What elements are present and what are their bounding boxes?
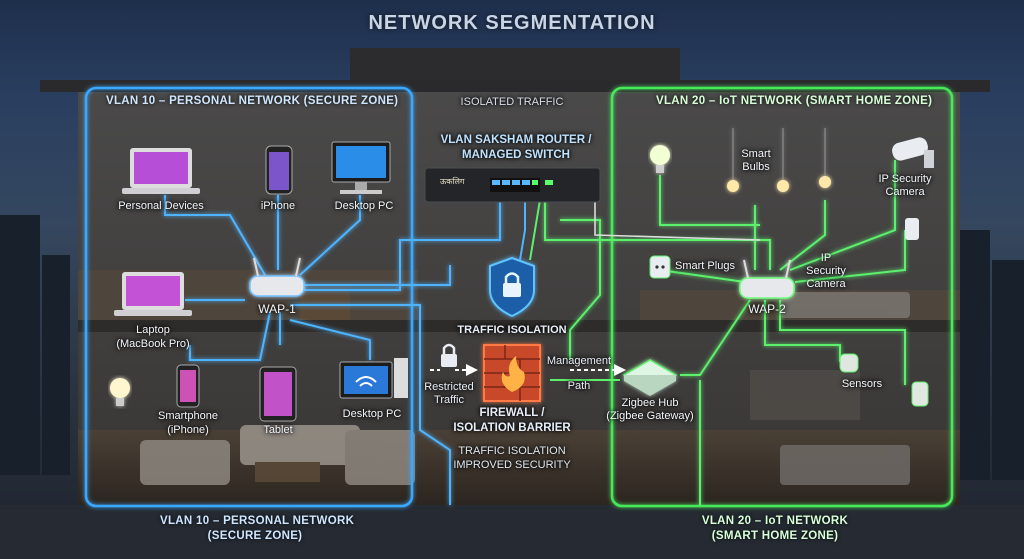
zigbee-label-line2: (Zigbee Gateway) — [606, 410, 694, 422]
roof-slab — [40, 80, 990, 92]
vlan20-zone-border — [610, 86, 954, 508]
vlan20-top-title: VLAN 20 – IoT NETWORK (SMART HOME ZONE) — [656, 95, 933, 107]
restricted-label-line2: Traffic — [434, 394, 464, 406]
management-arrow — [614, 364, 626, 376]
isolated-traffic-label: ISOLATED TRAFFIC — [460, 96, 564, 108]
ip-camera2-label-line2: Security — [806, 265, 846, 277]
wap1-icon — [249, 257, 305, 297]
traffic-isolation-label: TRAFFIC ISOLATION — [457, 324, 567, 336]
laptop-label-line1: Laptop — [136, 324, 170, 336]
vlan10-bottom-title-line1: VLAN 10 – PERSONAL NETWORK — [160, 515, 355, 527]
smart-bulb-icon — [650, 145, 670, 173]
vlan20-bottom-title-line1: VLAN 20 – IoT NETWORK — [701, 515, 849, 527]
page-title: NETWORK SEGMENTATION — [368, 12, 656, 34]
wap1-label: WAP-1 — [258, 302, 296, 316]
router-title-line2: MANAGED SWITCH — [462, 149, 570, 161]
desktop-icon — [331, 141, 391, 194]
iphone-label: iPhone — [260, 200, 296, 212]
restricted-label-line1: Restricted — [424, 381, 474, 393]
smartphone-label-line1: Smartphone — [158, 410, 218, 422]
zigbee-label-line1: Zigbee Hub — [621, 397, 679, 409]
ip-camera2-label-line1: IP — [820, 252, 832, 264]
ground — [0, 505, 1024, 559]
vlan10-bottom-title-line2: (SECURE ZONE) — [207, 530, 303, 542]
shield-lock-icon — [489, 256, 535, 318]
bulb-icon — [110, 378, 130, 406]
smart-plugs-label: Smart Plugs — [675, 260, 735, 272]
firewall-title-line2: ISOLATION BARRIER — [453, 422, 571, 434]
zigbee-hub-icon — [622, 359, 678, 396]
vlan20-bottom-title-line2: (SMART HOME ZONE) — [711, 530, 839, 542]
ip-camera2-label-line3: Camera — [806, 278, 846, 290]
desktop-wifi-icon — [339, 358, 408, 399]
city-skyline — [0, 215, 1024, 480]
router-title-line1: VLAN SAKSHAM ROUTER / — [440, 134, 592, 146]
personal-devices-label: Personal Devices — [118, 200, 204, 212]
vlan20-links — [544, 160, 906, 505]
caption-line2: IMPROVED SECURITY — [453, 459, 571, 471]
restricted-arrow — [466, 364, 478, 376]
caption-line1: TRAFFIC ISOLATION — [458, 445, 566, 457]
vlan10-top-title: VLAN 10 – PERSONAL NETWORK (SECURE ZONE) — [106, 95, 399, 107]
ip-camera1-label-line2: Camera — [885, 186, 925, 198]
sensors-label: Sensors — [841, 378, 883, 390]
wall-camera-icon — [905, 218, 919, 240]
firewall-title-line1: FIREWALL / — [479, 407, 545, 419]
smartphone-icon — [176, 364, 200, 408]
smart-bulbs-label-line1: Smart — [741, 148, 771, 160]
iphone-icon — [265, 145, 293, 195]
padlock-icon — [441, 343, 457, 367]
pendant-bulbs-icon — [727, 128, 831, 192]
tablet-icon — [259, 366, 297, 422]
sensor-icon — [839, 353, 859, 373]
desktop-top-label: Desktop PC — [334, 200, 394, 212]
wap2-label: WAP-2 — [748, 302, 786, 316]
vlan10-links — [164, 195, 501, 505]
ip-camera-icon — [892, 137, 934, 168]
ip-camera1-label-line1: IP Security — [878, 173, 932, 185]
furniture — [140, 285, 910, 485]
desktop-bottom-label: Desktop PC — [342, 408, 402, 420]
macbook-icon — [114, 272, 192, 316]
firewall-icon — [483, 344, 541, 402]
wap2-icon — [739, 259, 795, 299]
management-label-line2: Path — [567, 380, 591, 392]
tablet-label: Tablet — [263, 424, 293, 436]
smart-bulbs-label-line2: Bulbs — [742, 161, 770, 173]
switch-brand-label: ऊकलिग — [440, 177, 465, 186]
vlan10-zone-border — [84, 86, 414, 508]
laptop-icon — [122, 148, 200, 194]
laptop-label-line2: (MacBook Pro) — [116, 338, 190, 350]
smartphone-label-line2: (iPhone) — [167, 424, 209, 436]
smart-plug-icon — [649, 255, 671, 279]
door-sensor-icon — [911, 381, 929, 407]
management-links — [430, 199, 761, 381]
management-label-line1: Management — [546, 355, 612, 367]
router-switch-icon — [424, 167, 601, 203]
